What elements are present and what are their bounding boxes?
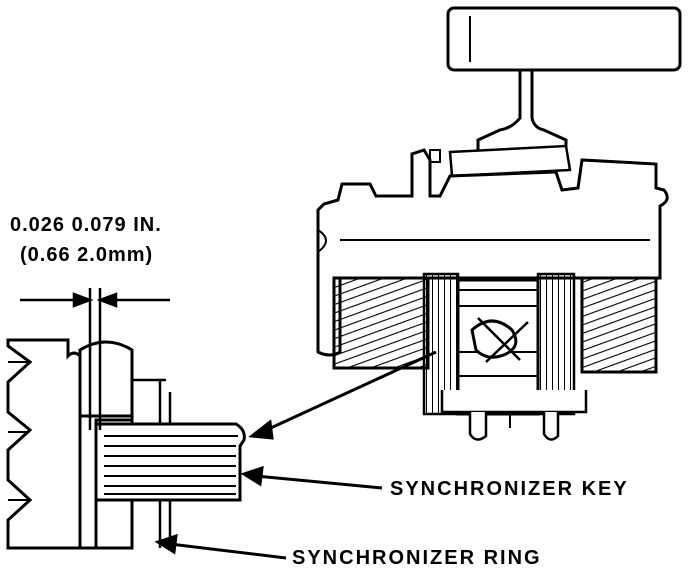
gear-assembly xyxy=(316,6,682,441)
synchronizer-key-label: SYNCHRONIZER KEY xyxy=(390,478,629,500)
synchronizer-ring-label: SYNCHRONIZER RING xyxy=(292,547,542,569)
sleeve-skirt xyxy=(440,390,588,414)
clearance-spec-mm: (0.66 2.0mm) xyxy=(20,244,154,266)
detail-leader xyxy=(261,350,437,434)
detail-synchro-key xyxy=(94,422,246,502)
detail-gear xyxy=(6,338,82,550)
key-leader xyxy=(255,474,383,490)
ring-leader xyxy=(169,542,287,560)
clearance-dimension xyxy=(20,288,170,430)
detail-view xyxy=(6,338,246,550)
shift-rail xyxy=(446,6,682,72)
leader-lines xyxy=(154,350,437,560)
detail-hub xyxy=(78,340,134,418)
left-gear xyxy=(332,276,430,370)
dimension-arrow-left xyxy=(72,292,94,308)
right-gear xyxy=(580,276,658,374)
dimension-arrow-right xyxy=(96,292,118,308)
clearance-spec-inches: 0.026 0.079 IN. xyxy=(10,214,162,236)
fork-pads xyxy=(448,144,572,178)
